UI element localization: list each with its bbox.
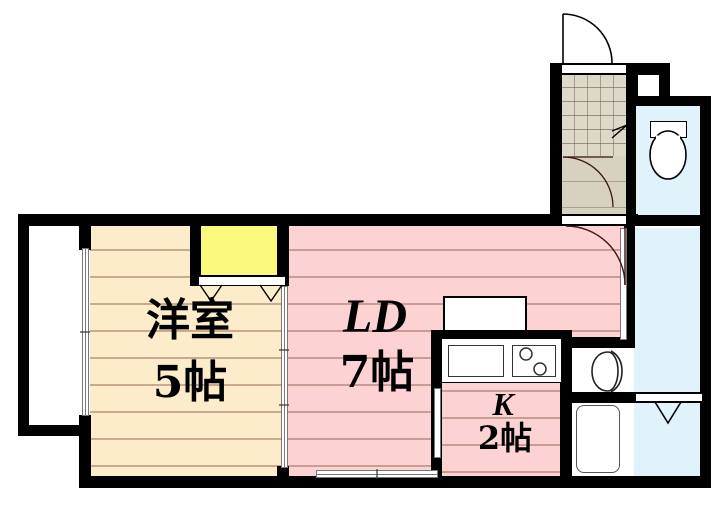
wall-niche-right [659, 63, 670, 105]
label-bedroom-size: 5帖 [152, 357, 228, 408]
balcony-fill [24, 224, 90, 436]
entrance-door-opening[interactable] [562, 64, 626, 74]
wall-washroom-bath-divider [560, 392, 708, 403]
label-ld-size: 7帖 [339, 347, 415, 398]
wall-ld-bath-divider [624, 226, 635, 346]
ld-right-sliding-panel[interactable] [620, 228, 627, 340]
genkan-tile-fill [561, 73, 627, 156]
wall-balcony-bedroom-upper [79, 214, 91, 250]
wall-top-main [18, 214, 634, 226]
wall-balcony-top [18, 214, 96, 226]
wall-toilet-top [626, 96, 710, 106]
entry-hall-lines [561, 156, 627, 220]
wall-bedroom-bottom [79, 476, 289, 488]
toilet-tank [650, 121, 687, 138]
refrigerator-space [443, 296, 527, 332]
wall-genkan-left [550, 63, 562, 226]
wall-toilet-bottom [626, 215, 710, 226]
wall-balcony-bedroom-lower [79, 415, 91, 488]
wall-balcony-bottom [18, 425, 90, 436]
wall-kitchen-right [561, 330, 572, 488]
gas-stove [512, 345, 556, 377]
kitchen-sliding-door[interactable] [434, 388, 441, 458]
entrance-door-swing [562, 13, 613, 64]
ld-window-mullion [316, 474, 438, 475]
closet-fill [199, 224, 284, 280]
wall-ld-bottom [284, 476, 440, 488]
bath-folding-door-opening[interactable] [636, 393, 702, 402]
wall-closet-left [190, 214, 201, 286]
wall-balcony-left [18, 214, 29, 436]
balcony-window-mullion [85, 248, 86, 416]
hall-ld-door-opening[interactable] [562, 215, 626, 225]
wall-outer-right [700, 96, 711, 488]
wall-genkan-right-upper [626, 63, 638, 105]
room-washroom-fill [570, 346, 634, 398]
wall-bedroom-ld-lower [277, 466, 289, 488]
wall-toilet-left [626, 105, 636, 225]
wall-bedroom-ld-upper [277, 214, 289, 286]
entry-hall-fill [561, 156, 627, 220]
bedroom-door-mullion [284, 286, 285, 468]
label-kitchen-size: 2帖 [477, 419, 533, 457]
label-kitchen-name: K [492, 386, 514, 422]
label-bedroom-name: 洋室 [146, 295, 234, 346]
closet-door-opening[interactable] [199, 277, 285, 285]
wall-washroom-top [560, 337, 635, 348]
bathtub [576, 405, 620, 473]
wall-kitchen-top [431, 330, 571, 340]
label-ld-name: LD [343, 290, 407, 343]
kitchen-sink [448, 345, 504, 377]
room-bathroom-fill [634, 228, 706, 478]
